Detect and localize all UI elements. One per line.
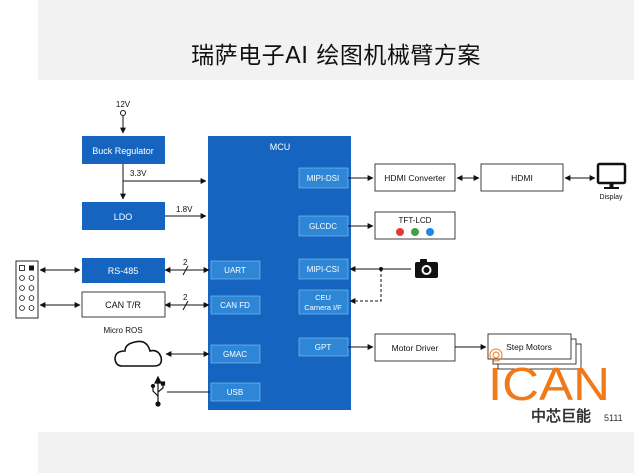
buck-regulator-block (82, 136, 165, 164)
mcu-label: MCU (270, 142, 291, 152)
watermark-logo: ICAN 中芯巨能 5111 (488, 348, 623, 425)
monitor-icon (596, 162, 627, 189)
motor-driver-block (374, 333, 456, 362)
port-mipi-dsi-label: MIPI-DSI (307, 174, 339, 183)
port-gpt-label: GPT (315, 343, 332, 352)
micro-ros-label: Micro ROS (103, 326, 142, 335)
camera-icon (415, 259, 438, 278)
hdmi-converter-label: HDMI Converter (384, 173, 446, 183)
watermark-code: 5111 (604, 413, 623, 423)
lcd-green-dot (411, 228, 419, 236)
display-label: Display (600, 194, 623, 201)
supply-terminal (120, 110, 126, 116)
motor-driver-label: Motor Driver (392, 343, 439, 353)
can-tr-label: CAN T/R (105, 300, 141, 310)
rs485-label: RS-485 (108, 266, 139, 276)
rail-18-label: 1.8V (176, 205, 193, 214)
ldo-block (82, 202, 165, 230)
cloud-icon (114, 340, 163, 367)
buck-regulator-label: Buck Regulator (92, 146, 154, 156)
connector-icon (15, 260, 39, 319)
can-tr-block (81, 291, 166, 318)
port-gmac (210, 344, 261, 364)
port-mipi-csi (298, 258, 349, 280)
watermark-brand: ICAN (488, 358, 610, 410)
port-usb (210, 382, 261, 402)
usb-icon (150, 375, 166, 407)
port-camera-if-label: Camera I/F (304, 303, 342, 312)
port-glcdc-label: GLCDC (309, 222, 337, 231)
bus-slash-canfd (182, 300, 189, 311)
port-mipi-csi-label: MIPI-CSI (307, 265, 339, 274)
rail-33-label: 3.3V (130, 169, 147, 178)
tft-lcd-label: TFT-LCD (399, 216, 432, 225)
lcd-blue-dot (426, 228, 434, 236)
port-canfd-label: CAN FD (220, 301, 250, 310)
footer-band (38, 432, 634, 473)
port-ceu (298, 289, 349, 315)
step-motors-label: Step Motors (506, 342, 552, 352)
port-ceu-label: CEU (315, 293, 331, 302)
watermark-chinese: 中芯巨能 (531, 407, 591, 425)
supply-label: 12V (116, 100, 131, 109)
port-usb-label: USB (227, 388, 243, 397)
port-uart-label: UART (224, 266, 246, 275)
bus-slash-uart (182, 265, 189, 276)
port-canfd (210, 295, 261, 315)
lcd-red-dot (396, 228, 404, 236)
hdmi-label: HDMI (511, 173, 533, 183)
rs485-block (82, 258, 165, 283)
bus-width-uart: 2 (183, 258, 188, 267)
bus-width-canfd: 2 (183, 293, 188, 302)
page-title: 瑞萨电子AI 绘图机械臂方案 (191, 43, 481, 69)
wire-camera-ceu (349, 269, 382, 304)
port-uart (210, 260, 261, 280)
port-gmac-label: GMAC (223, 350, 247, 359)
ldo-label: LDO (114, 212, 133, 222)
hdmi-converter-block (374, 163, 456, 192)
hdmi-block (480, 163, 564, 192)
header-band (38, 0, 634, 80)
